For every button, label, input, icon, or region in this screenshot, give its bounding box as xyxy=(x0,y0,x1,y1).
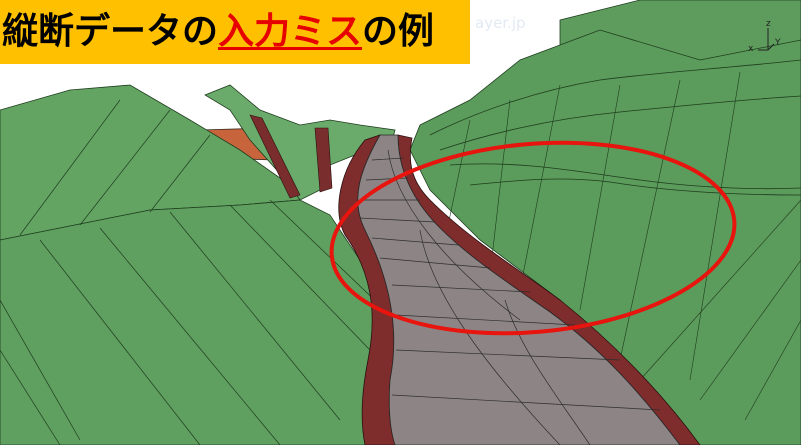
road-mesh-lines xyxy=(359,149,661,445)
title-text-part2: の例 xyxy=(362,11,435,52)
left-curb-band-2 xyxy=(314,127,333,193)
title-banner: 縦断データの入力ミスの例 xyxy=(0,0,470,64)
axis-label-x: x xyxy=(748,44,754,54)
left-curb-band xyxy=(249,114,301,199)
axis-label-z: z xyxy=(766,19,771,29)
road-surface xyxy=(357,134,681,445)
error-highlight-circle xyxy=(329,140,737,336)
left-lower-slope xyxy=(0,199,401,445)
left-slope-mesh-lines xyxy=(0,99,386,445)
axis-label-y: Y xyxy=(775,38,781,48)
axis-lines-icon xyxy=(758,28,775,51)
right-slope-strata xyxy=(429,59,801,196)
watermark-text: ayer.jp xyxy=(475,14,526,32)
title-error-term: 入力ミス xyxy=(218,11,363,52)
title-text-part1: 縦断データの xyxy=(2,11,219,52)
axis-gizmo: z x Y xyxy=(744,20,784,60)
right-slope xyxy=(409,29,801,445)
